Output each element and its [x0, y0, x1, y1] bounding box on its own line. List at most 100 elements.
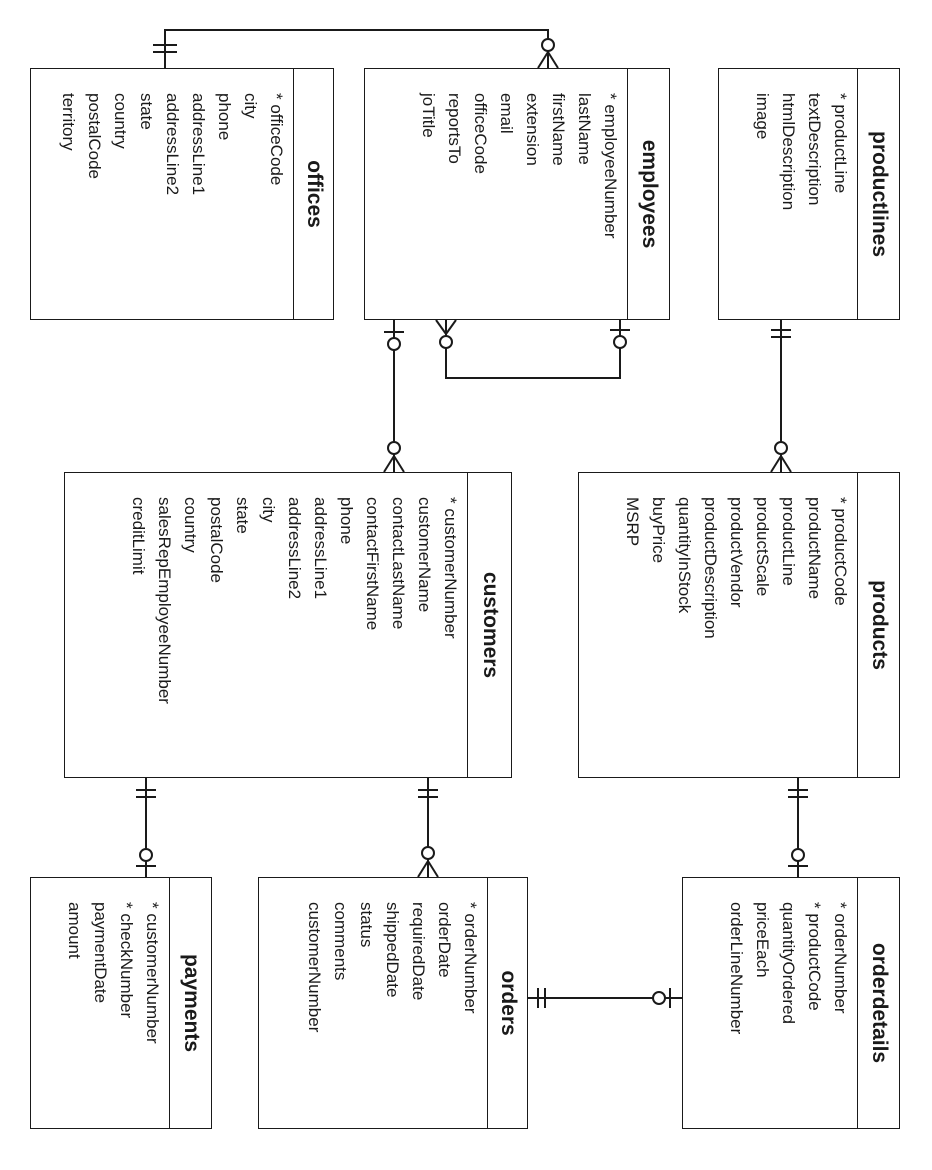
field: paymentDate: [91, 902, 110, 1004]
field-list: * orderNumber * productCode quantityOrde…: [723, 902, 853, 1034]
field: * customerNumber: [143, 902, 162, 1044]
field: city: [259, 497, 278, 523]
field: addressLine2: [285, 497, 304, 600]
table-name: customers: [478, 571, 502, 679]
field: country: [111, 93, 130, 149]
table-customers: customers * customerNumber customerName …: [64, 472, 512, 778]
table-title: products: [857, 473, 899, 777]
table-orders: orders * orderNumber orderDate requiredD…: [258, 877, 528, 1129]
field: productScale: [753, 497, 772, 597]
field: customerNumber: [305, 902, 324, 1033]
field: textDescription: [805, 93, 824, 206]
table-name: products: [867, 580, 891, 670]
table-employees: employees * employeeNumber lastName firs…: [364, 68, 670, 320]
field-list: * customerNumber customerName contactLas…: [125, 497, 463, 704]
rel-orders-orderdetails: [528, 988, 682, 1008]
field: lastName: [575, 93, 594, 165]
table-title: employees: [627, 69, 669, 319]
table-title: productlines: [857, 69, 899, 319]
rel-offices-employees: [153, 29, 559, 69]
table-name: payments: [179, 953, 203, 1053]
field: productLine: [779, 497, 798, 586]
table-payments: payments * customerNumber * checkNumber …: [30, 877, 212, 1129]
field: * officeCode: [267, 93, 286, 186]
field: shippedDate: [383, 902, 402, 998]
field-list: * orderNumber orderDate requiredDate shi…: [301, 902, 483, 1032]
field: quantityInStock: [675, 497, 694, 614]
field: productName: [805, 497, 824, 600]
rel-productlines-products: [770, 320, 792, 473]
field: addressLine1: [189, 93, 208, 196]
field-list: * productLine textDescription htmlDescri…: [749, 93, 853, 210]
rel-customers-orders: [417, 778, 439, 878]
field: customerName: [415, 497, 434, 613]
field: reportsTo: [445, 93, 464, 164]
table-title: payments: [169, 878, 211, 1128]
field: MSRP: [623, 497, 642, 547]
field-list: * officeCode city phone addressLine1 add…: [55, 93, 289, 195]
table-title: customers: [467, 473, 511, 777]
table-name: offices: [302, 160, 326, 228]
field: email: [497, 93, 516, 134]
field: htmlDescription: [779, 93, 798, 211]
table-name: orders: [496, 970, 520, 1036]
field: phone: [337, 497, 356, 545]
field: joTitle: [419, 93, 438, 138]
field: territory: [59, 93, 78, 151]
field: * productLine: [831, 93, 850, 194]
field: requiredDate: [409, 902, 428, 1001]
field: officeCode: [471, 93, 490, 174]
field: status: [357, 902, 376, 948]
table-name: employees: [637, 139, 661, 249]
field: addressLine2: [163, 93, 182, 196]
field: country: [181, 497, 200, 553]
field: postalCode: [85, 93, 104, 180]
field: priceEach: [753, 902, 772, 978]
table-name: productlines: [867, 130, 891, 258]
field: * employeeNumber: [601, 93, 620, 239]
table-title: offices: [293, 69, 333, 319]
rel-employees-customers: [383, 320, 405, 473]
field: image: [753, 93, 772, 140]
table-orderdetails: orderdetails * orderNumber * productCode…: [682, 877, 900, 1129]
field: quantityOrdered: [779, 902, 798, 1024]
field: state: [137, 93, 156, 130]
table-productlines: productlines * productLine textDescripti…: [718, 68, 900, 320]
field: * orderNumber: [831, 902, 850, 1014]
field: productDescription: [701, 497, 720, 639]
field-list: * customerNumber * checkNumber paymentDa…: [61, 902, 165, 1044]
field: contactLastName: [389, 497, 408, 630]
table-products: products * productCode productName produ…: [578, 472, 900, 778]
field: * productCode: [805, 902, 824, 1011]
field: orderDate: [435, 902, 454, 978]
field: state: [233, 497, 252, 534]
field: amount: [65, 902, 84, 959]
rel-customers-payments: [136, 778, 156, 877]
field: city: [241, 93, 260, 119]
field: firstName: [549, 93, 568, 166]
rel-products-orderdetails: [788, 778, 808, 877]
field: phone: [215, 93, 234, 141]
field: postalCode: [207, 497, 226, 584]
table-offices: offices * officeCode city phone addressL…: [30, 68, 334, 320]
field: creditLimit: [129, 497, 148, 575]
table-title: orderdetails: [857, 878, 899, 1128]
field: * productCode: [831, 497, 850, 606]
field: productVendor: [727, 497, 746, 608]
field: * checkNumber: [117, 902, 136, 1019]
field: comments: [331, 902, 350, 981]
field: orderLineNumber: [727, 902, 746, 1035]
field-list: * productCode productName productLine pr…: [619, 497, 853, 639]
field: addressLine1: [311, 497, 330, 600]
field: contactFirstName: [363, 497, 382, 631]
field: * orderNumber: [461, 902, 480, 1014]
table-name: orderdetails: [867, 942, 891, 1064]
field: extension: [523, 93, 542, 166]
field-list: * employeeNumber lastName firstName exte…: [415, 93, 623, 239]
table-title: orders: [487, 878, 527, 1128]
field: salesRepEmployeeNumber: [155, 497, 174, 704]
rel-employees-self: [435, 319, 630, 379]
field: buyPrice: [649, 497, 668, 564]
field: * customerNumber: [441, 497, 460, 639]
